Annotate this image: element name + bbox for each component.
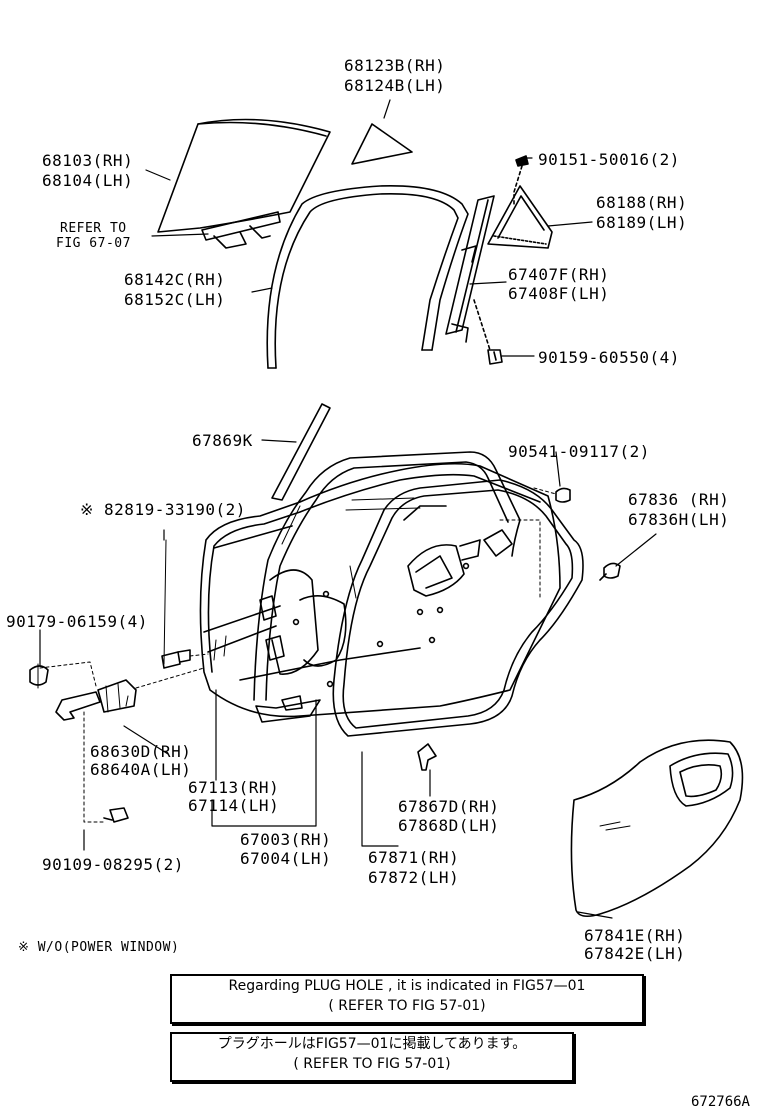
figure-code: 672766A	[690, 1094, 750, 1110]
label-82819: ※ 82819-33190(2)	[80, 500, 246, 519]
label-90179: 90179-06159(4)	[6, 612, 148, 631]
notice-plug-hole-jp: プラグホールはFIG57—01に掲載してあります。 ( REFER TO FIG…	[170, 1032, 574, 1082]
label-90109: 90109-08295(2)	[42, 855, 184, 874]
notice-en-line1: Regarding PLUG HOLE , it is indicated in…	[228, 978, 586, 994]
label-68124b: 68124B(LH)	[344, 76, 446, 95]
label-67868d: 67868D(LH)	[398, 816, 500, 835]
door-trim-board	[570, 739, 744, 918]
nut-90179	[29, 661, 97, 689]
notice-plug-hole-en: Regarding PLUG HOLE , it is indicated in…	[170, 974, 644, 1024]
door-check-68630	[55, 667, 205, 721]
door-glass	[157, 118, 331, 233]
division-bar	[445, 195, 495, 343]
label-refer-fig: FIG 67-07	[56, 236, 131, 251]
bolt-90109	[83, 711, 129, 823]
belt-weatherstrip	[271, 403, 331, 501]
clip-67836	[599, 562, 621, 581]
glass-channel	[201, 211, 281, 249]
label-67842e: 67842E(LH)	[584, 944, 686, 963]
screw-90151	[513, 155, 529, 207]
label-67836h: 67836H(LH)	[628, 510, 730, 529]
label-67113: 67113(RH)	[188, 778, 280, 797]
footnote-wo-power-window: ※ W/O(POWER WINDOW)	[18, 940, 180, 955]
check-bolt-82819	[161, 539, 209, 669]
glass-run-channel	[266, 185, 469, 369]
label-67408f: 67408F(LH)	[508, 284, 610, 303]
inner-panel-details	[259, 529, 513, 711]
notice-en-line2: ( REFER TO FIG 57-01)	[328, 998, 486, 1014]
label-68123b: 68123B(RH)	[344, 56, 446, 75]
label-68104: 68104(LH)	[42, 171, 134, 190]
clip-90541	[533, 487, 571, 503]
label-67836: 67836 (RH)	[628, 490, 730, 509]
label-68142c: 68142C(RH)	[124, 270, 226, 289]
label-90541: 90541-09117(2)	[508, 442, 650, 461]
label-67004: 67004(LH)	[240, 849, 332, 868]
label-67869k: 67869K	[192, 431, 253, 450]
label-67872: 67872(LH)	[368, 868, 460, 887]
clip-67867	[417, 743, 437, 771]
label-68152c: 68152C(LH)	[124, 290, 226, 309]
label-68630d: 68630D(RH)	[90, 742, 192, 761]
label-refer-to: REFER TO	[60, 221, 127, 236]
label-67407f: 67407F(RH)	[508, 265, 610, 284]
notice-jp-line2: ( REFER TO FIG 57-01)	[293, 1056, 451, 1072]
door-panel	[199, 462, 561, 718]
label-68640a: 68640A(LH)	[90, 760, 192, 779]
label-67871: 67871(RH)	[368, 848, 460, 867]
label-68188: 68188(RH)	[596, 193, 688, 212]
door-weatherstrip	[332, 479, 584, 737]
label-68103: 68103(RH)	[42, 151, 134, 170]
label-67867d: 67867D(RH)	[398, 797, 500, 816]
notice-jp-line1: プラグホールはFIG57—01に掲載してあります。	[217, 1036, 527, 1052]
label-67841e: 67841E(RH)	[584, 926, 686, 945]
door-frame	[253, 451, 521, 723]
screw-90159	[473, 299, 503, 365]
label-67114: 67114(LH)	[188, 796, 280, 815]
label-90159: 90159-60550(4)	[538, 348, 680, 367]
leader-lines	[39, 99, 657, 919]
quarter-glass-small	[351, 123, 413, 165]
quarter-window-glass	[487, 185, 553, 249]
label-90151: 90151-50016(2)	[538, 150, 680, 169]
label-67003: 67003(RH)	[240, 830, 332, 849]
label-68189: 68189(LH)	[596, 213, 688, 232]
